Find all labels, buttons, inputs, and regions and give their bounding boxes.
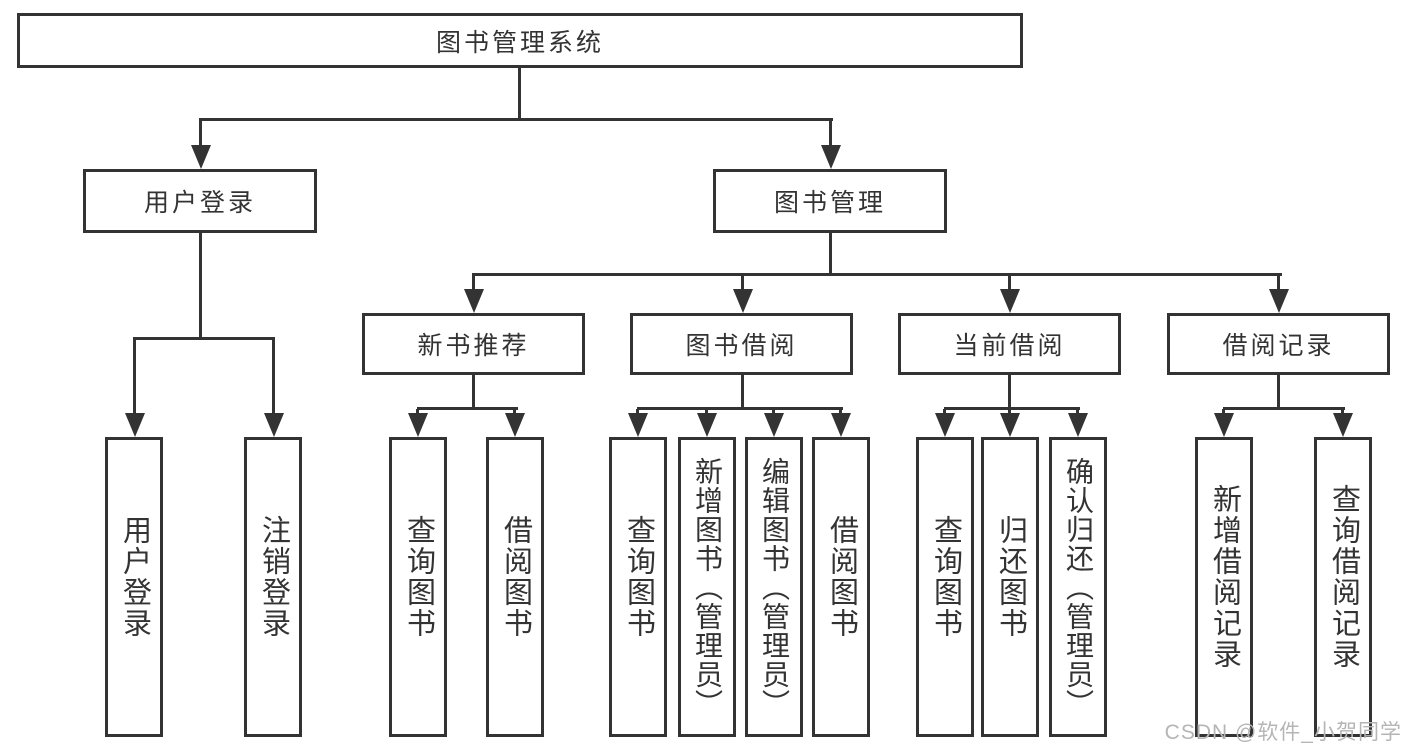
connector-arrow-down	[1000, 413, 1020, 437]
node-book-borrowing-label: 图书借阅	[685, 332, 798, 360]
connector-arrow-down	[697, 413, 717, 437]
connector-line	[1008, 409, 1011, 415]
connector-line	[133, 337, 275, 340]
connector-arrow-down	[464, 289, 484, 313]
connector-line	[1223, 407, 1345, 410]
node-current-borrowing: 当前借阅	[898, 313, 1121, 375]
node-library-system-label: 图书管理系统	[435, 28, 604, 57]
node-current-borrowing-label: 当前借阅	[953, 332, 1066, 360]
connector-line	[472, 275, 475, 291]
connector-line	[1277, 375, 1280, 409]
connector-line	[199, 233, 202, 339]
leaf-edit-books-admin-label: 编辑图书（管理员）	[759, 456, 790, 718]
connector-line	[829, 120, 832, 146]
node-book-borrowing: 图书借阅	[630, 313, 853, 375]
connector-arrow-down	[264, 413, 284, 437]
connector-line	[1008, 275, 1011, 291]
connector-arrow-down	[764, 413, 784, 437]
connector-line	[741, 275, 744, 291]
connector-line	[272, 339, 275, 414]
leaf-borrow-books-recommend-label: 借阅图书	[499, 515, 532, 639]
connector-line	[705, 409, 708, 415]
leaf-query-books-current: 查询图书	[916, 437, 974, 737]
connector-arrow-down	[1000, 289, 1020, 313]
leaf-query-books-recommend: 查询图书	[389, 437, 447, 737]
connector-line	[636, 409, 639, 415]
connector-arrow-down	[733, 289, 753, 313]
leaf-query-books-recommend-label: 查询图书	[402, 515, 435, 639]
leaf-logout: 注销登录	[244, 437, 302, 737]
connector-line	[472, 375, 475, 409]
connector-arrow-down	[821, 145, 841, 169]
connector-arrow-down	[1333, 413, 1353, 437]
connector-line	[637, 407, 843, 410]
connector-arrow-down	[1068, 413, 1088, 437]
connector-arrow-down	[935, 413, 955, 437]
watermark: CSDN @软件_小贺同学	[1164, 721, 1402, 744]
connector-line	[133, 339, 136, 414]
leaf-add-books-admin-label: 新增图书（管理员）	[692, 456, 723, 718]
node-library-system: 图书管理系统	[17, 13, 1023, 68]
connector-arrow-down	[831, 413, 851, 437]
connector-arrow-down	[125, 413, 145, 437]
connector-line	[199, 120, 202, 146]
connector-line	[416, 409, 419, 415]
connector-arrow-down	[1269, 289, 1289, 313]
leaf-return-books-label: 归还图书	[994, 515, 1027, 639]
leaf-confirm-return-admin: 确认归还（管理员）	[1049, 437, 1107, 737]
connector-line	[1222, 409, 1225, 415]
connector-line	[839, 409, 842, 415]
node-user-login-label: 用户登录	[143, 189, 256, 217]
node-borrowing-records-label: 借阅记录	[1222, 332, 1335, 360]
connector-line	[472, 273, 1282, 276]
connector-line	[829, 233, 832, 275]
leaf-add-borrow-record: 新增借阅记录	[1195, 437, 1253, 737]
connector-line	[1277, 275, 1280, 291]
leaf-add-books-admin: 新增图书（管理员）	[678, 437, 736, 737]
connector-line	[1008, 375, 1011, 409]
connector-line	[1076, 409, 1079, 415]
connector-line	[199, 118, 833, 121]
connector-line	[513, 409, 516, 415]
connector-arrow-down	[628, 413, 648, 437]
leaf-borrow-books-recommend: 借阅图书	[486, 437, 544, 737]
connector-line	[943, 409, 946, 415]
connector-line	[417, 407, 518, 410]
node-book-management: 图书管理	[713, 169, 947, 233]
connector-arrow-down	[191, 145, 211, 169]
node-user-login: 用户登录	[83, 169, 317, 233]
leaf-add-borrow-record-label: 新增借阅记录	[1208, 484, 1241, 670]
leaf-query-books-borrowing-label: 查询图书	[622, 515, 655, 639]
node-new-book-recommendation: 新书推荐	[362, 313, 585, 375]
connector-arrow-down	[505, 413, 525, 437]
leaf-query-books-current-label: 查询图书	[929, 515, 962, 639]
connector-arrow-down	[1214, 413, 1234, 437]
leaf-borrow-books-borrowing: 借阅图书	[812, 437, 870, 737]
leaf-query-books-borrowing: 查询图书	[609, 437, 667, 737]
leaf-user-login: 用户登录	[105, 437, 163, 737]
node-book-management-label: 图书管理	[773, 189, 886, 217]
leaf-query-borrow-record: 查询借阅记录	[1314, 437, 1372, 737]
node-borrowing-records: 借阅记录	[1167, 313, 1390, 375]
leaf-borrow-books-borrowing-label: 借阅图书	[825, 515, 858, 639]
leaf-logout-label: 注销登录	[257, 515, 290, 639]
leaf-query-borrow-record-label: 查询借阅记录	[1327, 484, 1360, 670]
connector-line	[741, 375, 744, 409]
leaf-return-books: 归还图书	[981, 437, 1039, 737]
leaf-user-login-label: 用户登录	[118, 515, 151, 639]
connector-line	[772, 409, 775, 415]
connector-line	[1341, 409, 1344, 415]
node-new-book-recommendation-label: 新书推荐	[417, 332, 530, 360]
connector-line	[518, 66, 521, 120]
leaf-confirm-return-admin-label: 确认归还（管理员）	[1063, 456, 1094, 718]
connector-arrow-down	[408, 413, 428, 437]
leaf-edit-books-admin: 编辑图书（管理员）	[745, 437, 803, 737]
connector-line	[944, 407, 1080, 410]
